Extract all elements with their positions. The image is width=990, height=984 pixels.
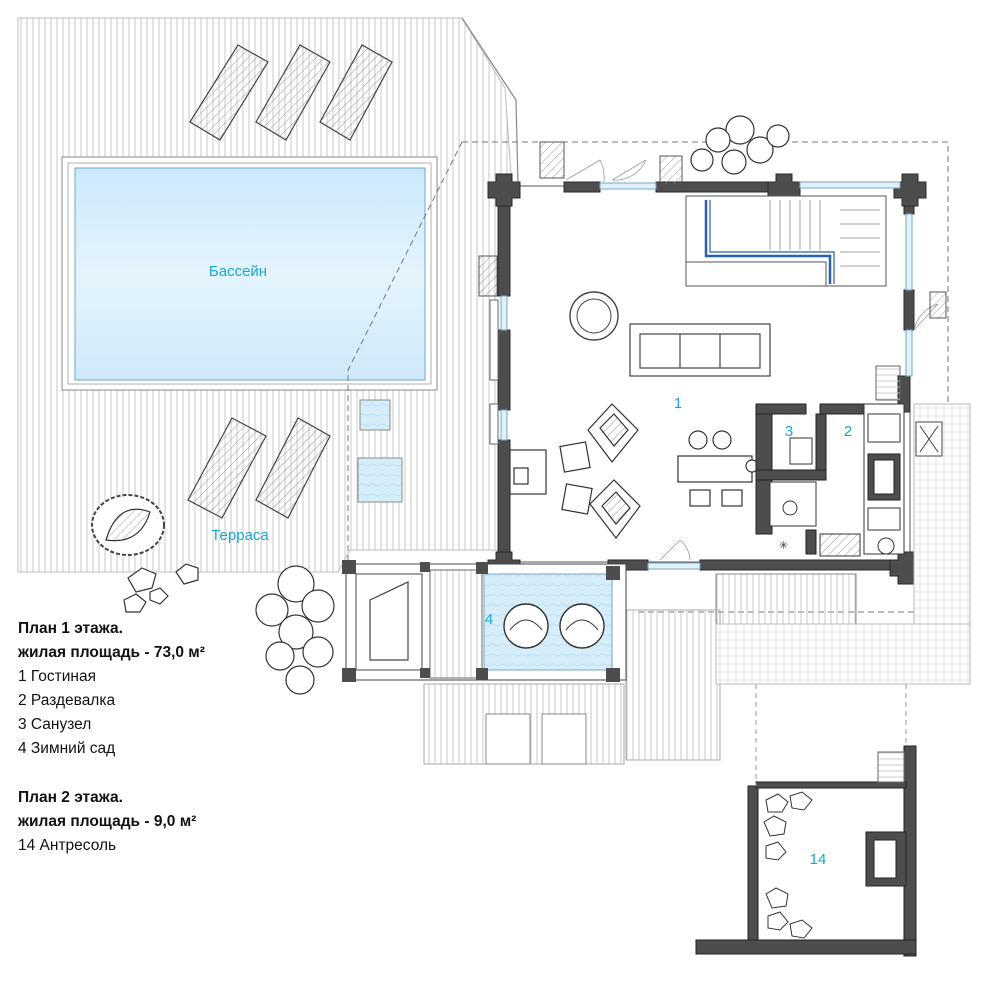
legend-item: 3 Санузел	[18, 716, 92, 733]
bottom-steps	[423, 573, 971, 765]
sofa	[629, 323, 771, 377]
winter-garden: 4	[342, 560, 627, 682]
kitchen-sink	[509, 449, 547, 495]
legend-item: 14 Антресоль	[18, 837, 117, 854]
doors	[565, 159, 939, 561]
legend-item: 2 Раздевалка	[18, 692, 116, 709]
terrace-label: Терраса	[211, 527, 269, 544]
shrubs	[255, 115, 790, 695]
room-14-label: 14	[810, 851, 827, 868]
pool: Бассейн	[61, 156, 438, 391]
dining	[677, 430, 759, 507]
room-4-label: 4	[485, 611, 493, 628]
sun-loungers-bottom	[187, 417, 331, 519]
pavers	[357, 399, 403, 503]
legend-floor1: План 1 этажа. жилая площадь - 73,0 м² 1 …	[18, 617, 205, 761]
bath-dressing: ✳	[755, 403, 905, 557]
sun-loungers-top	[189, 44, 393, 141]
windows	[500, 181, 913, 570]
legend-floor1-area: жилая площадь - 73,0 м²	[18, 644, 205, 661]
legend-floor1-title: План 1 этажа.	[18, 620, 123, 637]
armchairs	[559, 403, 641, 539]
round-table	[569, 291, 619, 341]
legend-floor2-title: План 2 этажа.	[18, 789, 123, 806]
stones	[123, 563, 199, 613]
room-2-label: 2	[844, 423, 852, 440]
legend-item: 1 Гостиная	[18, 668, 96, 685]
legend-item: 4 Зимний сад	[18, 740, 116, 757]
fire-pit	[91, 494, 165, 556]
legend-floor2: План 2 этажа. жилая площадь - 9,0 м² 14 …	[18, 786, 196, 858]
mezzanine: 14	[695, 684, 917, 957]
svg-text:✳: ✳	[779, 539, 788, 552]
room-3-label: 3	[785, 423, 793, 440]
room-1-label: 1	[674, 395, 682, 412]
staircase	[685, 195, 887, 287]
pool-label: Бассейн	[209, 263, 267, 280]
legend-floor2-area: жилая площадь - 9,0 м²	[18, 813, 197, 830]
